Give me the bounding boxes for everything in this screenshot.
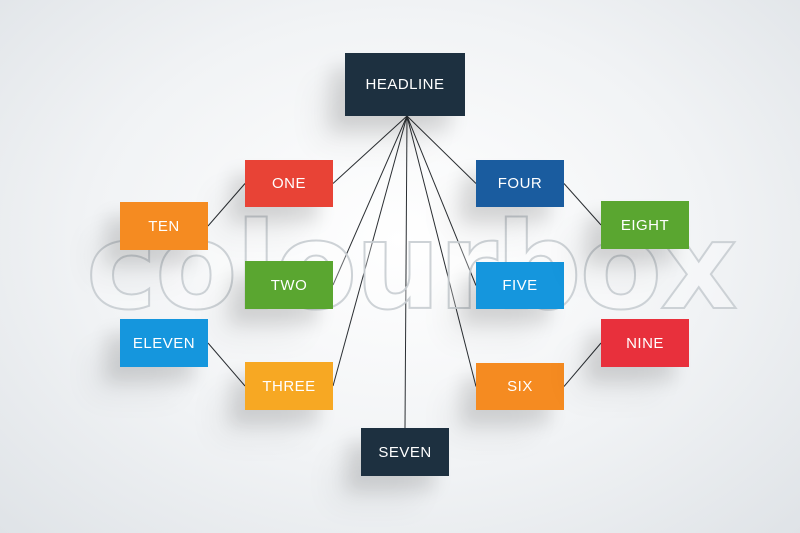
connector-headline-six <box>406 115 477 387</box>
node-four: FOUR <box>476 160 564 207</box>
node-three: THREE <box>245 362 333 410</box>
node-eleven: ELEVEN <box>120 319 208 367</box>
node-two: TWO <box>245 261 333 309</box>
node-ten-label: TEN <box>148 217 180 235</box>
node-ten: TEN <box>120 202 208 250</box>
connector-headline-one <box>332 115 408 184</box>
node-eight: EIGHT <box>601 201 689 249</box>
node-nine-label: NINE <box>626 334 664 352</box>
node-six: SIX <box>476 363 564 410</box>
connector-headline-five <box>406 115 477 286</box>
node-five-label: FIVE <box>502 277 538 294</box>
node-two-label: TWO <box>270 276 308 294</box>
node-seven: SEVEN <box>361 428 449 476</box>
connector-headline-seven <box>404 115 408 429</box>
node-seven-label: SEVEN <box>378 443 432 461</box>
connector-four-eight <box>563 183 602 226</box>
connector-headline-three <box>332 115 408 387</box>
node-eleven-label: ELEVEN <box>132 334 196 352</box>
connector-headline-four <box>406 115 477 184</box>
node-six-label: SIX <box>507 378 533 395</box>
connector-three-eleven <box>207 342 246 387</box>
connector-headline-two <box>332 115 408 286</box>
node-headline-label: HEADLINE <box>365 76 445 93</box>
node-one-label: ONE <box>271 175 306 192</box>
connector-six-nine <box>563 342 602 387</box>
node-nine: NINE <box>601 319 689 367</box>
connector-one-ten <box>207 183 246 227</box>
node-headline: HEADLINE <box>345 53 465 116</box>
node-five: FIVE <box>476 262 564 309</box>
node-four-label: FOUR <box>497 175 543 192</box>
node-eight-label: EIGHT <box>620 216 670 234</box>
node-three-label: THREE <box>262 377 316 395</box>
node-one: ONE <box>245 160 333 207</box>
